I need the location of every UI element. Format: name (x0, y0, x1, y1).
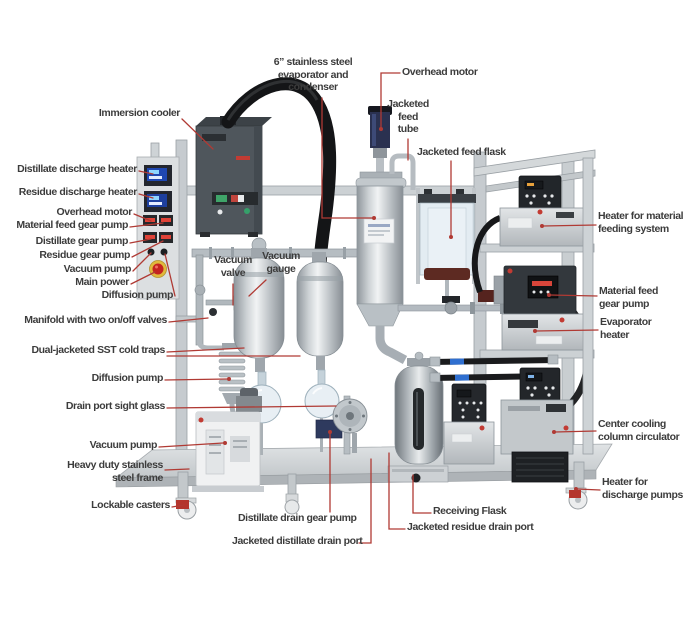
label-overhead-motor-switch: Overhead motor (56, 206, 132, 218)
feed-heater-hose (471, 215, 502, 293)
label-diffusion-pump-switch: Diffusion pump (101, 289, 174, 301)
label-heater-discharge-pumps: Heater for discharge pumps (602, 476, 683, 501)
hotplate-stirrer (387, 465, 449, 483)
evaporator-heater-unit (501, 313, 585, 351)
immersion-cooler-unit (195, 117, 272, 237)
label-manifold: Manifold with two on/off valves (24, 314, 167, 326)
label-jacketed-feed-flask: Jacketed feed flask (417, 146, 506, 158)
label-vacuum-valve: Vacuum valve (214, 254, 252, 279)
distillate-drain-gear-pump-unit (315, 395, 368, 455)
temp-controller-display (144, 191, 172, 212)
vacuum-pump-knob (147, 248, 155, 256)
label-overhead-motor-top: Overhead motor (402, 66, 478, 78)
rack-front-post (582, 157, 594, 455)
label-evaporator-condenser: 6” stainless steel evaporator and conden… (273, 56, 353, 93)
chiller-grille (516, 457, 564, 477)
label-main-power: Main power (75, 276, 129, 288)
receiving-flask-vessel (394, 351, 444, 465)
diffusion-pump-knob (160, 248, 168, 256)
label-material-feed-gear-pump: Material feed gear pump (599, 285, 658, 310)
label-jacketed-distillate-drain-port: Jacketed distillate drain port (232, 535, 363, 547)
label-center-cooling-circulator: Center cooling column circulator (598, 418, 680, 443)
temp-controller-display (144, 165, 172, 186)
label-cold-traps: Dual-jacketed SST cold traps (31, 344, 165, 356)
label-receiving-flask: Receiving Flask (433, 505, 507, 517)
vacuum-pump-unit (192, 388, 264, 492)
leader-dots (223, 127, 578, 491)
label-immersion-cooler: Immersion cooler (98, 107, 181, 119)
label-vacuum-pump-switch: Vacuum pump (63, 263, 132, 275)
label-jacketed-residue-drain-port: Jacketed residue drain port (407, 521, 534, 533)
label-distillate-gear-pump-switch: Distillate gear pump (35, 235, 129, 247)
label-stainless-frame: Heavy duty stainless steel frame (67, 459, 163, 484)
label-heater-material-feeding: Heater for material feeding system (598, 210, 684, 235)
jacketed-feed-flask-vessel (416, 188, 476, 308)
jacketed-feed-tube-pipe (389, 153, 416, 190)
cold-trap-2 (296, 252, 344, 370)
discharge-pump-heater-unit (443, 383, 495, 465)
leader-lines (129, 72, 601, 544)
material-feed-gear-pump-unit (493, 265, 577, 315)
emergency-stop-button (149, 260, 167, 278)
label-lockable-casters: Lockable casters (91, 499, 170, 511)
jacketed-feed-hoses (429, 354, 559, 383)
label-diffusion-pump: Diffusion pump (91, 372, 164, 384)
label-residue-gear-pump-switch: Residue gear pump (39, 249, 130, 261)
label-drain-port-sight-glass: Drain port sight glass (65, 400, 166, 412)
evaporator-column (355, 171, 408, 364)
label-residue-discharge-heater: Residue discharge heater (18, 186, 138, 198)
label-distillate-discharge-heater: Distillate discharge heater (17, 163, 137, 175)
chiller-base-cube (511, 451, 569, 483)
cold-trap-1 (233, 237, 285, 372)
label-evaporator-heater: Evaporator heater (600, 316, 652, 341)
label-vacuum-pump: Vacuum pump (89, 439, 158, 451)
label-vacuum-gauge: Vacuum gauge (262, 250, 300, 275)
lockable-casters-wheels (175, 487, 588, 520)
label-distillate-drain-gear-pump: Distillate drain gear pump (238, 512, 357, 524)
label-jacketed-feed-tube: Jacketed feed tube (387, 98, 429, 135)
label-material-feed-gear-pump-switch: Material feed gear pump (16, 219, 128, 231)
